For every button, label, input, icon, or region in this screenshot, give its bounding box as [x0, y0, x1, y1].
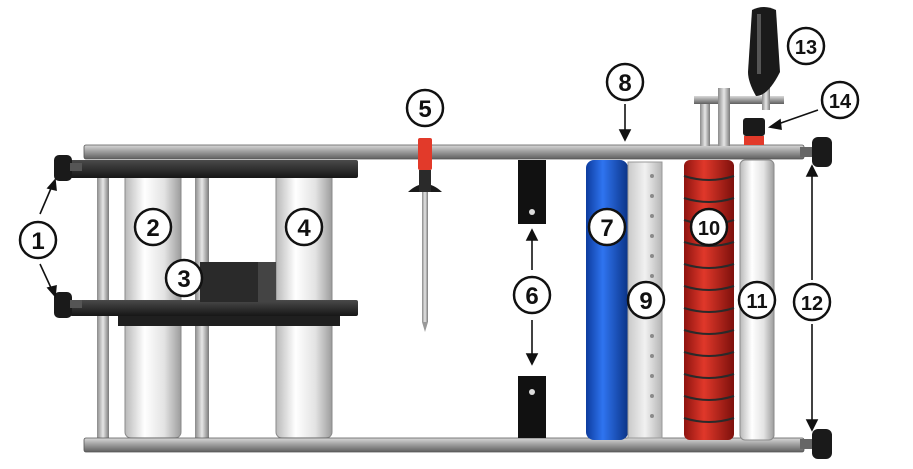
callout-3: 3	[164, 258, 204, 298]
callout-1: 1	[18, 220, 58, 260]
callout-6-label: 6	[525, 283, 538, 310]
bracket-6-top	[518, 160, 546, 224]
callout-5-label: 5	[418, 96, 431, 123]
roller-10	[683, 160, 735, 440]
callout-12-label: 12	[801, 293, 823, 315]
callout-7-label: 7	[600, 215, 613, 242]
callout-5: 5	[405, 88, 445, 128]
callout-3-label: 3	[177, 266, 190, 293]
callout-1-label: 1	[31, 228, 44, 255]
top-frame-rail	[83, 144, 805, 160]
nut-14	[743, 118, 765, 145]
callout-2-label: 2	[146, 215, 159, 242]
callout-10-label: 10	[698, 218, 720, 240]
callout-13: 13	[786, 26, 826, 66]
lower-pressure-plate	[70, 300, 358, 316]
roller-7	[586, 160, 628, 440]
callout-14: 14	[820, 80, 860, 120]
upper-pressure-plate	[70, 160, 358, 178]
callout-10: 10	[689, 207, 729, 247]
handle-13[interactable]	[748, 7, 780, 96]
bottom-frame-rail	[83, 437, 805, 453]
callout-14-label: 14	[829, 91, 852, 113]
callout-8-label: 8	[618, 70, 631, 97]
callout-6: 6	[512, 275, 552, 315]
callout-4-label: 4	[297, 215, 311, 242]
left-knob-top[interactable]	[54, 155, 82, 181]
callout-arrows	[39, 104, 819, 432]
callout-7: 7	[587, 207, 627, 247]
callout-9-label: 9	[639, 288, 652, 315]
callout-9: 9	[626, 280, 666, 320]
callout-4: 4	[284, 207, 324, 247]
right-knob-top[interactable]	[800, 137, 832, 167]
callout-8: 8	[605, 62, 645, 102]
callout-2: 2	[133, 207, 173, 247]
right-knob-bottom[interactable]	[800, 429, 832, 459]
pin-5	[408, 138, 442, 332]
callout-11-label: 11	[746, 291, 767, 313]
bracket-6-bottom	[518, 376, 546, 438]
callout-11: 11	[737, 280, 777, 320]
callout-12: 12	[792, 282, 832, 322]
callout-13-label: 13	[795, 37, 817, 59]
lower-plate-bracket	[118, 316, 340, 326]
left-knob-bottom[interactable]	[54, 292, 82, 318]
